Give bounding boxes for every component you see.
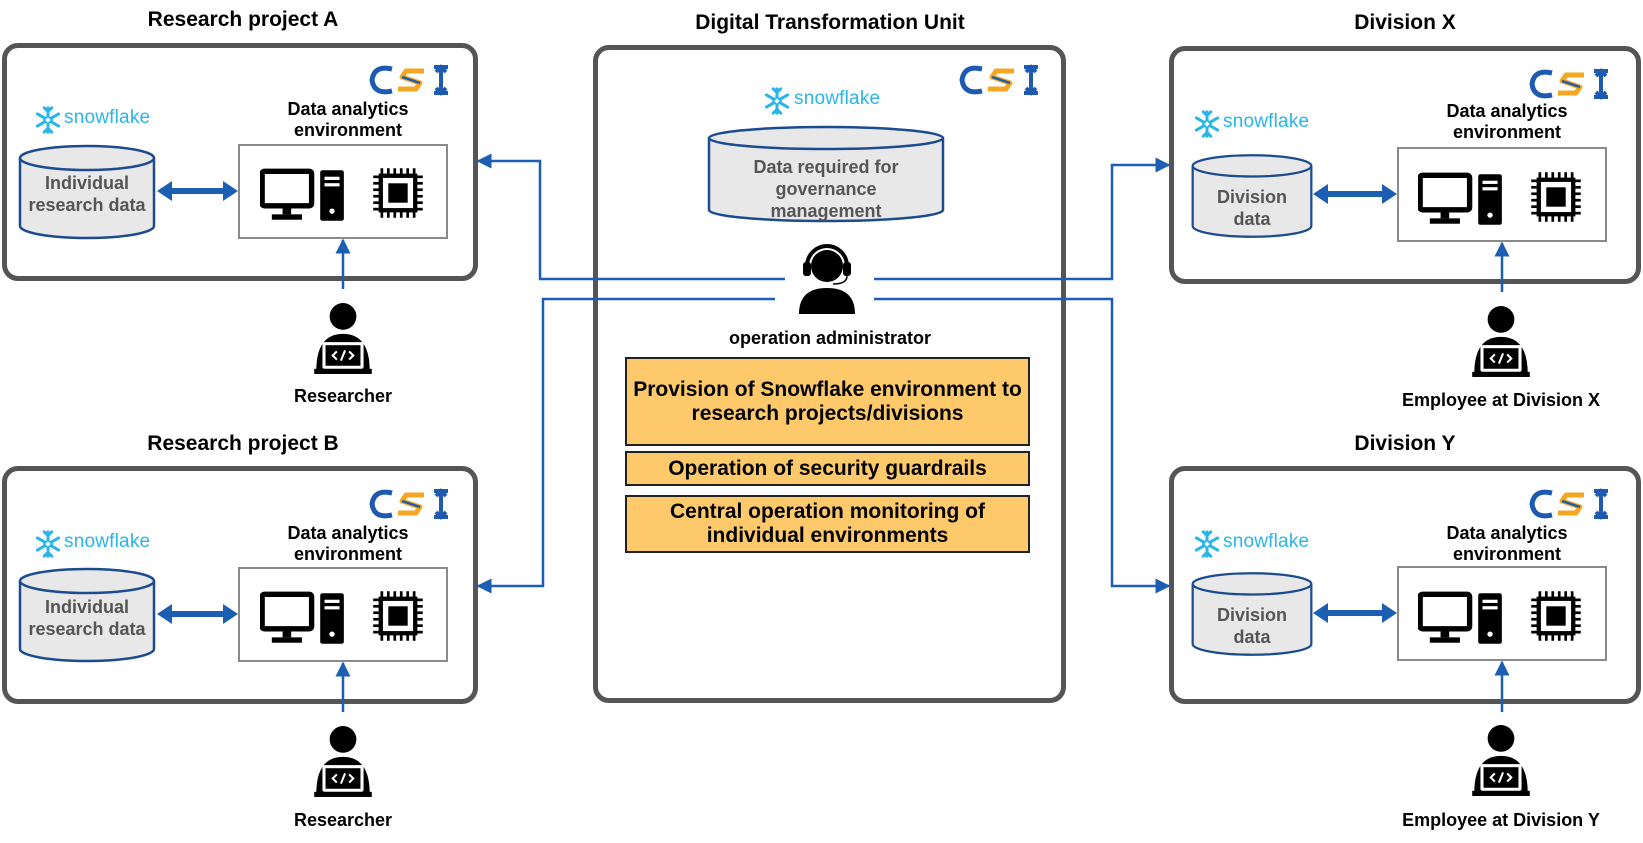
research-b-env-label: Data analytics environment: [287, 523, 409, 564]
research-a-env-label: Data analytics environment: [287, 99, 409, 140]
db-env-double-arrow-x: [1313, 184, 1397, 204]
division-x-env-label: Data analytics environment: [1446, 101, 1568, 142]
operator-label: operation administrator: [728, 328, 932, 348]
db-env-double-arrow-a: [157, 181, 238, 201]
division-y-person-label: Employee at Division Y: [1402, 810, 1600, 830]
research-b-person-label: Researcher: [293, 810, 393, 830]
division-y-title: Division Y: [1354, 432, 1456, 455]
research-a-db-label: Individual research data: [28, 173, 146, 215]
division-y-env-label: Data analytics environment: [1446, 523, 1568, 564]
task-guardrails: Operation of security guardrails: [625, 451, 1030, 486]
task-provision: Provision of Snowflake environment to re…: [625, 357, 1030, 446]
snowflake-wordmark: snowflake: [1223, 111, 1310, 132]
connector-to-division-y: [874, 297, 1171, 594]
task-monitoring: Central operation monitoring of individu…: [625, 495, 1030, 553]
research-b-db-label: Individual research data: [28, 597, 146, 639]
snowflake-wordmark: snowflake: [64, 107, 151, 128]
center-title: Digital Transformation Unit: [695, 11, 965, 34]
connector-to-research-a: [476, 153, 785, 281]
snowflake-wordmark: snowflake: [64, 531, 151, 552]
research-a-person-label: Researcher: [293, 386, 393, 406]
division-x-title: Division X: [1354, 11, 1456, 34]
division-x-db-label: Division data: [1216, 187, 1287, 229]
division-x-person-label: Employee at Division X: [1401, 390, 1601, 410]
connector-to-division-x: [874, 157, 1171, 281]
db-env-double-arrow-y: [1313, 603, 1397, 623]
research-b-title: Research project B: [147, 432, 339, 455]
research-a-title: Research project A: [147, 8, 339, 31]
division-y-db-label: Division data: [1216, 605, 1287, 647]
snowflake-wordmark: snowflake: [794, 88, 881, 109]
snowflake-wordmark: snowflake: [1223, 531, 1310, 552]
connector-to-research-b: [476, 297, 775, 594]
db-env-double-arrow-b: [157, 604, 238, 624]
governance-db-label: Data required for governance management: [753, 157, 899, 221]
